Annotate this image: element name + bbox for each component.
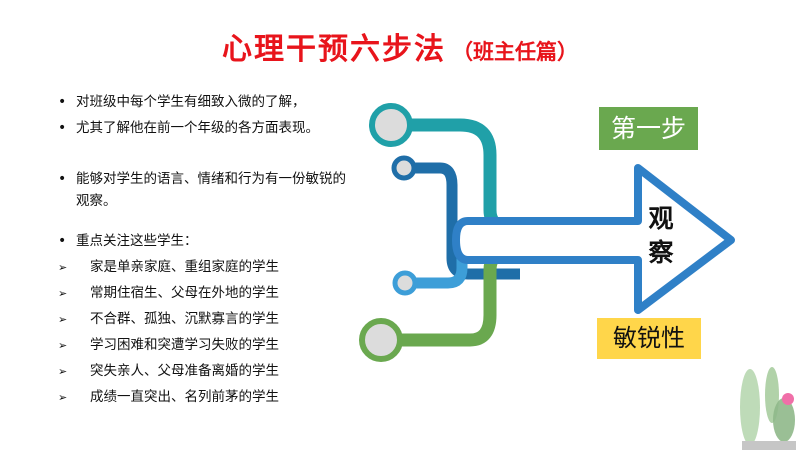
arrow-marker-icon: ➢ bbox=[58, 391, 68, 404]
focus-student-item: ➢成绩一直突出、名列前茅的学生 bbox=[58, 386, 279, 409]
observe-label: 观察 bbox=[648, 204, 674, 267]
green-circle bbox=[359, 318, 403, 362]
focus-student-item: ➢常期住宿生、父母在外地的学生 bbox=[58, 282, 279, 305]
cactus-icon bbox=[740, 367, 796, 450]
sky-circle bbox=[392, 270, 418, 296]
bullet-item: •能够对学生的语言、情绪和行为有一份敏锐的观察。 bbox=[58, 171, 346, 209]
arrow-marker-icon: ➢ bbox=[58, 313, 68, 326]
blue-circle bbox=[391, 155, 417, 181]
arrow-marker-icon: ➢ bbox=[58, 261, 68, 274]
sensitivity-label-box: 敏锐性 bbox=[597, 318, 701, 359]
focus-student-item: ➢学习困难和突遭学习失败的学生 bbox=[58, 334, 279, 357]
title-main: 心理干预六步法 bbox=[222, 32, 446, 67]
arrow-marker-icon: ➢ bbox=[58, 339, 68, 352]
arrow-marker-icon: ➢ bbox=[58, 287, 68, 300]
focus-student-item: ➢突失亲人、父母准备离婚的学生 bbox=[58, 360, 279, 383]
arrow-outline bbox=[452, 164, 735, 314]
bullet-item: •重点关注这些学生： bbox=[58, 233, 198, 249]
bullet-item: •尤其了解他在前一个年级的各方面表现。 bbox=[58, 120, 319, 136]
page-title: 心理干预六步法（班主任篇） bbox=[0, 24, 800, 68]
focus-student-item: ➢家是单亲家庭、重组家庭的学生 bbox=[58, 256, 279, 279]
teal-connector bbox=[385, 118, 567, 235]
arrow-marker-icon: ➢ bbox=[58, 365, 68, 378]
teal-circle bbox=[369, 103, 413, 147]
bullet-item: •对班级中每个学生有细致入微的了解， bbox=[58, 94, 306, 110]
title-sub: （班主任篇） bbox=[452, 40, 578, 64]
step-label-box: 第一步 bbox=[599, 107, 698, 150]
green-connector bbox=[377, 245, 567, 347]
focus-student-item: ➢不合群、孤独、沉默寡言的学生 bbox=[58, 308, 279, 331]
